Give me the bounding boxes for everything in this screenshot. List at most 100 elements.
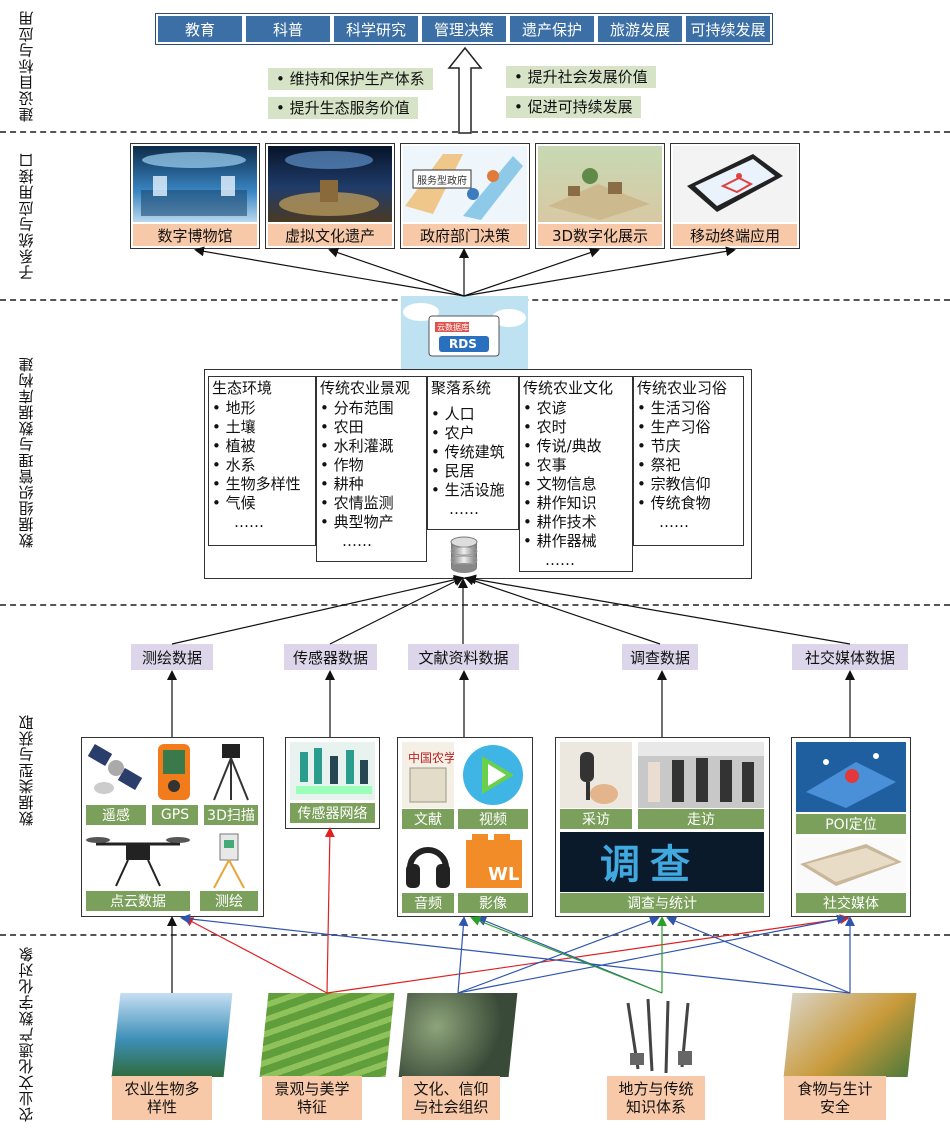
farm-tools-image xyxy=(608,993,716,1077)
survey-label: GPS xyxy=(152,805,198,825)
goal-item: 教育 xyxy=(158,16,242,42)
subsystem-card-3d-display: 3D数字化展示 xyxy=(535,143,665,249)
object-label-line: 与社会组织 xyxy=(413,1098,489,1116)
goal-item: 旅游发展 xyxy=(598,16,682,42)
data-type-label: 调查数据 xyxy=(622,644,698,670)
goal-item: 遗产保护 xyxy=(510,16,594,42)
object-label-culture: 文化、信仰与社会组织 xyxy=(402,1076,500,1120)
3d-scanner-icon xyxy=(204,742,258,802)
db-category-title: 传统农业景观 xyxy=(320,379,411,397)
field-survey-panel: 采访 走访 调查 调查与统计 xyxy=(555,737,770,917)
goal-item: 科普 xyxy=(246,16,330,42)
db-item: • 典型物产 xyxy=(320,513,394,531)
goal-item: 管理决策 xyxy=(422,16,506,42)
sensor-image xyxy=(290,742,375,800)
goal-bar: 教育 科普 科学研究 管理决策 遗产保护 旅游发展 可持续发展 xyxy=(155,13,773,45)
db-item: • 分布范围 xyxy=(320,399,394,417)
visit-photo xyxy=(638,742,764,808)
db-item: • 农时 xyxy=(523,418,567,436)
subsystem-card-mobile: 移动终端应用 xyxy=(670,143,800,249)
museum-illustration xyxy=(141,152,247,216)
object-label-knowledge: 地方与传统知识体系 xyxy=(607,1076,705,1120)
field-label: 采访 xyxy=(560,809,632,829)
3d-display-image xyxy=(538,146,662,222)
db-item: • 文物信息 xyxy=(523,475,597,493)
survey-label: 测绘 xyxy=(200,891,258,911)
object-label-line: 地方与传统 xyxy=(618,1080,694,1098)
db-item: • 水利灌溉 xyxy=(320,437,394,455)
db-item: • 耕作器械 xyxy=(523,532,597,550)
db-item: …… xyxy=(545,551,575,569)
separator xyxy=(0,934,950,936)
subsystem-label: 虚拟文化遗产 xyxy=(268,224,392,246)
db-category-culture: 传统农业文化 • 农谚 • 农时 • 传说/典故 • 农事 • 文物信息 • 耕… xyxy=(519,376,633,572)
field-label: 走访 xyxy=(638,809,764,829)
object-label-food: 食物与生计安全 xyxy=(784,1076,886,1120)
survey-label: 遥感 xyxy=(86,805,146,825)
db-item: • 祭祀 xyxy=(637,456,681,474)
museum-image xyxy=(133,146,257,222)
social-label: POI定位 xyxy=(796,814,906,834)
survey-banner-text: 调查 xyxy=(600,842,700,888)
subsystem-label: 移动终端应用 xyxy=(673,224,797,246)
documents-label: 文献 xyxy=(402,809,454,829)
subsystem-card-virtual-heritage: 虚拟文化遗产 xyxy=(265,143,395,249)
db-item: …… xyxy=(449,500,479,518)
db-item: • 农户 xyxy=(431,424,475,442)
db-item: • 耕作知识 xyxy=(523,494,597,512)
survey-label: 点云数据 xyxy=(86,891,190,911)
database-icon xyxy=(450,536,478,573)
db-item: • 民居 xyxy=(431,462,475,480)
db-item: • 植被 xyxy=(212,437,256,455)
wl-logo-text: WL xyxy=(488,864,519,885)
satellite-icon xyxy=(86,742,146,802)
object-label-line: 食物与生计 xyxy=(797,1080,873,1098)
db-category-title: 传统农业文化 xyxy=(523,379,614,397)
virtual-heritage-image xyxy=(268,146,392,222)
data-type-label: 测绘数据 xyxy=(131,644,213,670)
subsystem-card-government: 服务型政府 政府部门决策 xyxy=(400,143,530,249)
separator xyxy=(0,604,950,606)
film-icon: WL xyxy=(458,832,528,892)
government-illustration: 服务型政府 xyxy=(405,154,523,220)
interview-image xyxy=(560,742,632,808)
subsystem-card-digital-museum: 数字博物馆 xyxy=(130,143,260,249)
db-item: • 耕作技术 xyxy=(523,513,597,531)
db-item: …… xyxy=(659,513,689,531)
db-item: • 农事 xyxy=(523,456,567,474)
db-item: • 地形 xyxy=(212,399,256,417)
up-arrow-icon xyxy=(447,46,483,134)
db-category-customs: 传统农业习俗 • 生活习俗 • 生产习俗 • 节庆 • 祭祀 • 宗教信仰 • … xyxy=(633,376,744,546)
mobile-image xyxy=(673,146,797,222)
government-image: 服务型政府 xyxy=(403,146,527,222)
field-label: 调查与统计 xyxy=(560,893,764,913)
db-item: • 作物 xyxy=(320,456,364,474)
db-item: • 农谚 xyxy=(523,399,567,417)
survey-panel: 遥感 GPS 3D扫描 点云数据 测绘 xyxy=(81,737,264,917)
benefit-label: • 维持和保护生产体系 xyxy=(268,68,433,90)
smartphone-image xyxy=(796,838,906,892)
db-item: • 水系 xyxy=(212,456,256,474)
object-label-biodiversity: 农业生物多样性 xyxy=(112,1076,212,1120)
db-category-settlement: 聚落系统 • 人口 • 农户 • 传统建筑 • 民居 • 生活设施 …… xyxy=(427,376,519,530)
db-item: • 人口 xyxy=(431,405,475,423)
db-category-title: 生态环境 xyxy=(212,379,273,397)
object-label-line: 景观与美学 xyxy=(274,1080,350,1098)
object-label-line: 安全 xyxy=(819,1098,850,1116)
db-item: • 传统建筑 xyxy=(431,443,505,461)
db-item: • 生活设施 xyxy=(431,481,505,499)
db-item: …… xyxy=(234,513,264,531)
db-item: • 传统食物 xyxy=(637,494,711,512)
mobile-illustration xyxy=(687,154,783,212)
db-category-landscape: 传统农业景观 • 分布范围 • 农田 • 水利灌溉 • 作物 • 耕种 • 农情… xyxy=(316,376,427,562)
virtual-heritage-illustration xyxy=(279,151,379,216)
benefit-label: • 提升生态服务价值 xyxy=(268,97,418,119)
video-play-icon xyxy=(458,742,528,808)
3d-display-illustration xyxy=(548,168,650,220)
db-category-ecology: 生态环境 • 地形 • 土壤 • 植被 • 水系 • 生物多样性 • 气候 …… xyxy=(208,376,316,546)
object-label-landscape: 景观与美学特征 xyxy=(262,1076,362,1120)
social-label: 社交媒体 xyxy=(796,893,906,913)
db-item: • 传说/典故 xyxy=(523,437,602,455)
